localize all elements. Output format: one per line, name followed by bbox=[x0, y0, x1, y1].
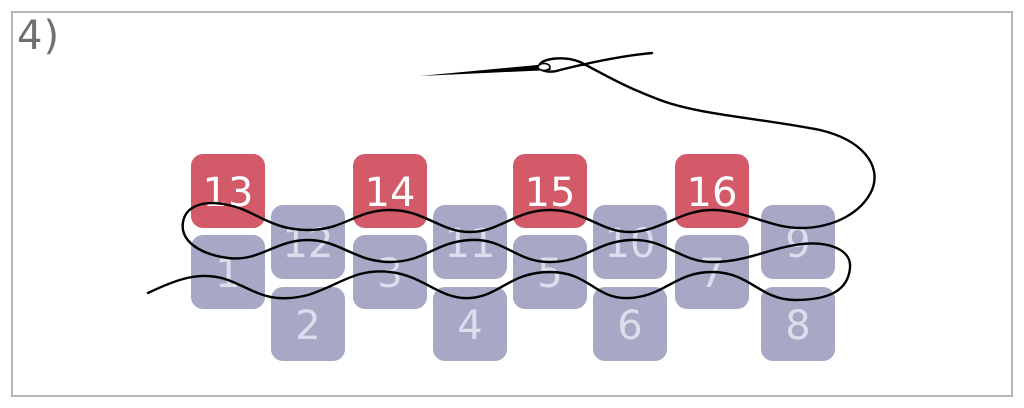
bead-number: 14 bbox=[365, 170, 416, 216]
diagram-frame bbox=[11, 11, 1013, 397]
bead-number: 15 bbox=[525, 170, 576, 216]
bead-shape bbox=[761, 287, 835, 361]
thread-icon bbox=[146, 51, 876, 302]
bead-shape bbox=[271, 287, 345, 361]
bead-12: 12 bbox=[271, 205, 345, 279]
bead-10: 10 bbox=[593, 205, 667, 279]
bead-6: 6 bbox=[593, 287, 667, 361]
bead-shape bbox=[433, 205, 507, 279]
needle-eye bbox=[537, 62, 551, 72]
bead-number: 7 bbox=[699, 251, 724, 297]
bead-shape bbox=[761, 205, 835, 279]
bead-8: 8 bbox=[761, 287, 835, 361]
bead-11: 11 bbox=[433, 205, 507, 279]
bead-2: 2 bbox=[271, 287, 345, 361]
needle-body bbox=[420, 64, 551, 76]
needle-icon bbox=[420, 62, 551, 76]
thread-path bbox=[146, 51, 876, 302]
bead-shape bbox=[593, 205, 667, 279]
bead-number: 6 bbox=[617, 303, 642, 349]
bead-16: 16 bbox=[675, 154, 749, 228]
bead-shape bbox=[353, 154, 427, 228]
bead-shape bbox=[593, 287, 667, 361]
bead-shape bbox=[433, 287, 507, 361]
step-number-label: 4) bbox=[17, 13, 61, 59]
bead-number: 16 bbox=[687, 170, 738, 216]
bead-shape bbox=[191, 154, 265, 228]
bead-number: 8 bbox=[785, 303, 810, 349]
bead-number: 5 bbox=[537, 251, 562, 297]
bead-number: 4 bbox=[457, 303, 482, 349]
bead-4: 4 bbox=[433, 287, 507, 361]
bead-shape bbox=[675, 154, 749, 228]
bead-shape bbox=[513, 154, 587, 228]
bead-15: 15 bbox=[513, 154, 587, 228]
bead-14: 14 bbox=[353, 154, 427, 228]
bead-13: 13 bbox=[191, 154, 265, 228]
bead-number: 13 bbox=[203, 170, 254, 216]
bead-number: 2 bbox=[295, 303, 320, 349]
bead-1: 1 bbox=[191, 235, 265, 309]
bead-shape bbox=[271, 205, 345, 279]
bead-9: 9 bbox=[761, 205, 835, 279]
